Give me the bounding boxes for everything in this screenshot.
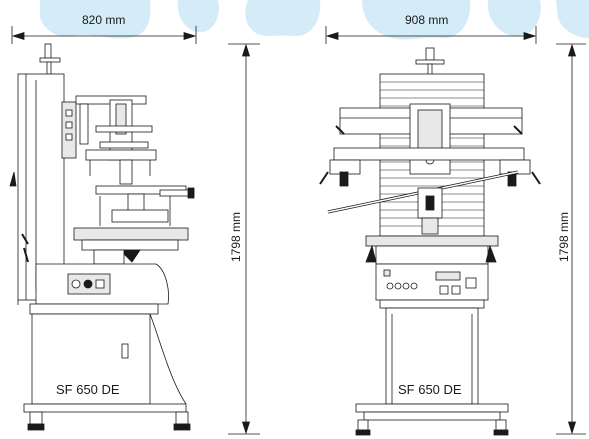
dimension-width-front-view xyxy=(325,26,537,44)
dimension-height-front-view xyxy=(556,43,586,435)
dimension-width-side-view xyxy=(11,26,197,44)
background-blobs xyxy=(40,0,589,40)
machine-side-view xyxy=(9,43,195,431)
handwheel-front xyxy=(415,47,445,77)
side-view-model-label: SF 650 DE xyxy=(56,382,120,397)
side-view-width-label: 820 mm xyxy=(82,13,126,27)
front-view-height-label: 1798 mm xyxy=(557,211,571,263)
front-view-model-label: SF 650 DE xyxy=(398,382,462,397)
front-view-width-label: 908 mm xyxy=(405,13,449,27)
machine-front-view xyxy=(319,47,541,436)
side-view-height-label: 1798 mm xyxy=(229,211,243,263)
dimension-height-side-view xyxy=(228,43,260,435)
handwheel-side xyxy=(39,43,61,75)
